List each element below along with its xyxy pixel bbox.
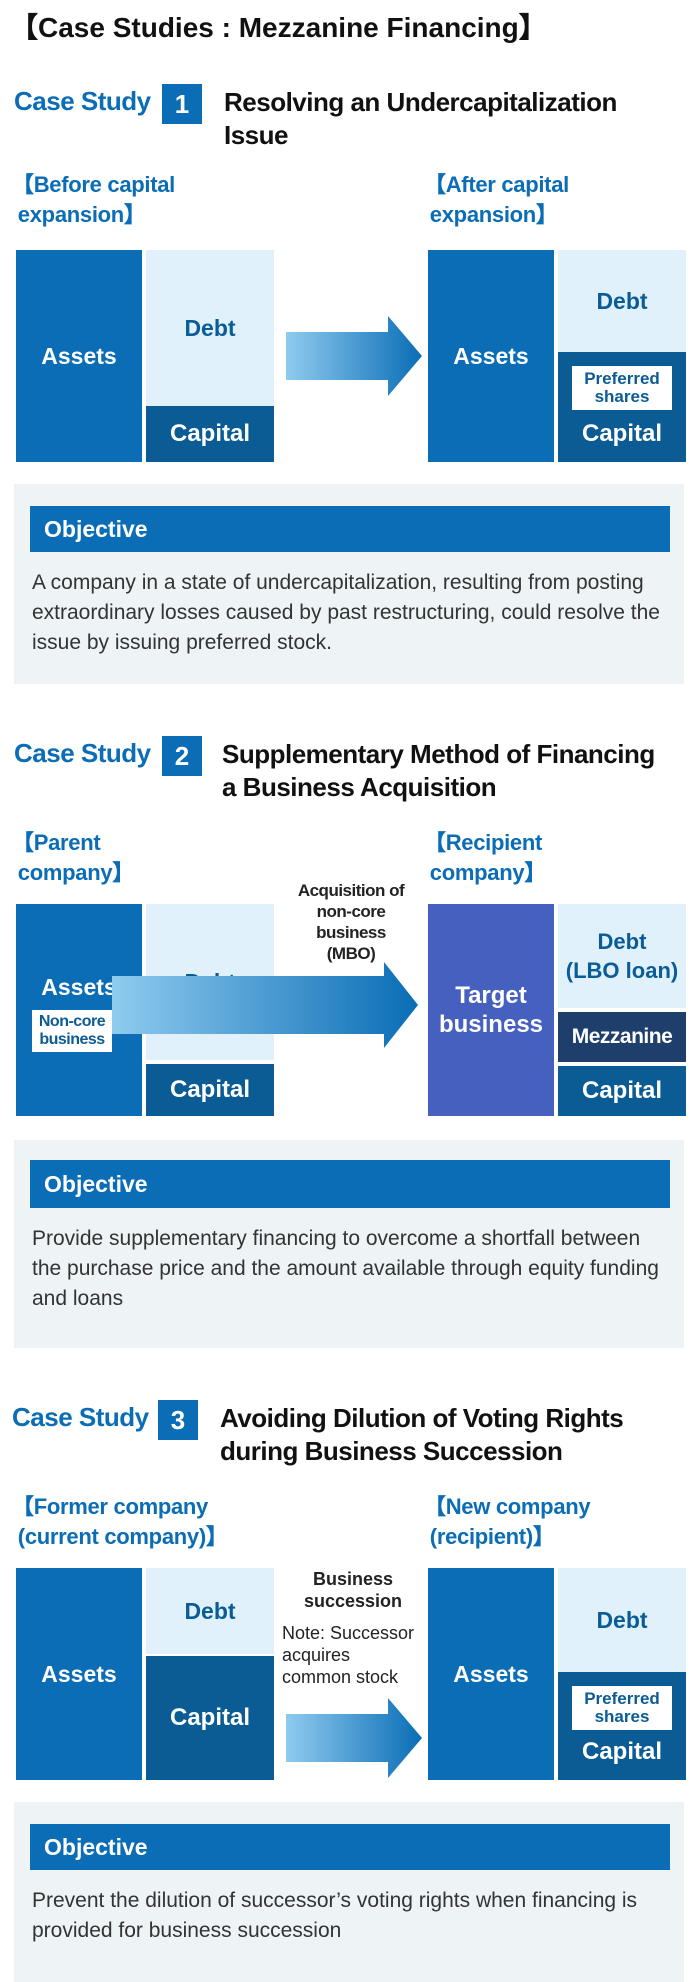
case-study-number: 2 [162, 736, 202, 776]
capital-label: Capital [581, 420, 662, 447]
recipient-heading: 【Recipient company】 [424, 830, 546, 885]
before-heading: 【Before capital expansion】 [12, 172, 175, 227]
case-study-label: Case Study [12, 1402, 149, 1432]
acquisition-arrow-icon [112, 962, 420, 1048]
objective-heading: Objective [30, 506, 670, 552]
objective-text: A company in a state of undercapitalizat… [32, 571, 660, 654]
non-core-business-label: Non-core business [32, 1010, 112, 1052]
case-study-number: 3 [158, 1400, 198, 1440]
case-study-title: Avoiding Dilution of Voting Rights durin… [220, 1403, 624, 1466]
business-succession-label: Business succession [303, 1569, 403, 1611]
lbo-loan-box: Debt (LBO loan) [558, 904, 686, 1008]
acquisition-label: Acquisition of non-core business (MBO) [297, 881, 405, 963]
case-study-number: 1 [162, 84, 202, 124]
case-study-label: Case Study [14, 86, 151, 116]
after-debt-box: Debt [558, 250, 686, 352]
objective-panel: Objective Provide supplementary financin… [14, 1140, 684, 1348]
debt-box: Debt [146, 250, 274, 406]
page-title: 【Case Studies : Mezzanine Financing】 [10, 12, 547, 43]
former-company-heading: 【Former company (current company)】 [12, 1494, 228, 1549]
after-assets-box: Assets [428, 250, 554, 462]
right-arrow-icon [284, 1696, 424, 1780]
objective-panel: Objective Prevent the dilution of succes… [14, 1802, 684, 1982]
assets-box: Assets [16, 1568, 142, 1780]
case-study-title: Supplementary Method of Financing a Busi… [222, 739, 655, 802]
debt-box: Debt [146, 1568, 274, 1654]
objective-text: Provide supplementary financing to overc… [32, 1227, 659, 1310]
objective-heading: Objective [30, 1824, 670, 1870]
new-debt-box: Debt [558, 1568, 686, 1672]
case-study-label: Case Study [14, 738, 151, 768]
preferred-shares-label: Preferred shares [572, 1686, 672, 1730]
preferred-shares-label: Preferred shares [572, 366, 672, 410]
capital-label: Capital [581, 1738, 662, 1765]
successor-note: Note: Successor acquires common stock [282, 1623, 415, 1687]
objective-heading: Objective [30, 1160, 670, 1208]
new-company-heading: 【New company (recipient)】 [424, 1494, 591, 1549]
assets-box: Assets [16, 250, 142, 462]
objective-text: Prevent the dilution of successor’s voti… [32, 1889, 638, 1942]
new-capital-box: Preferred shares Capital [558, 1672, 686, 1780]
capital-box: Capital [146, 1656, 274, 1780]
after-heading: 【After capital expansion】 [424, 172, 569, 227]
after-capital-box: Preferred shares Capital [558, 352, 686, 462]
case-study-title: Resolving an Undercapitalization Issue [224, 87, 617, 150]
capital-box: Capital [146, 1064, 274, 1116]
objective-panel: Objective A company in a state of underc… [14, 484, 684, 684]
mezzanine-box: Mezzanine [558, 1012, 686, 1062]
target-business-box: Target business [428, 904, 554, 1116]
capital-box: Capital [558, 1066, 686, 1116]
new-assets-box: Assets [428, 1568, 554, 1780]
capital-box: Capital [146, 406, 274, 462]
parent-heading: 【Parent company】 [12, 830, 134, 885]
right-arrow-icon [284, 314, 424, 398]
